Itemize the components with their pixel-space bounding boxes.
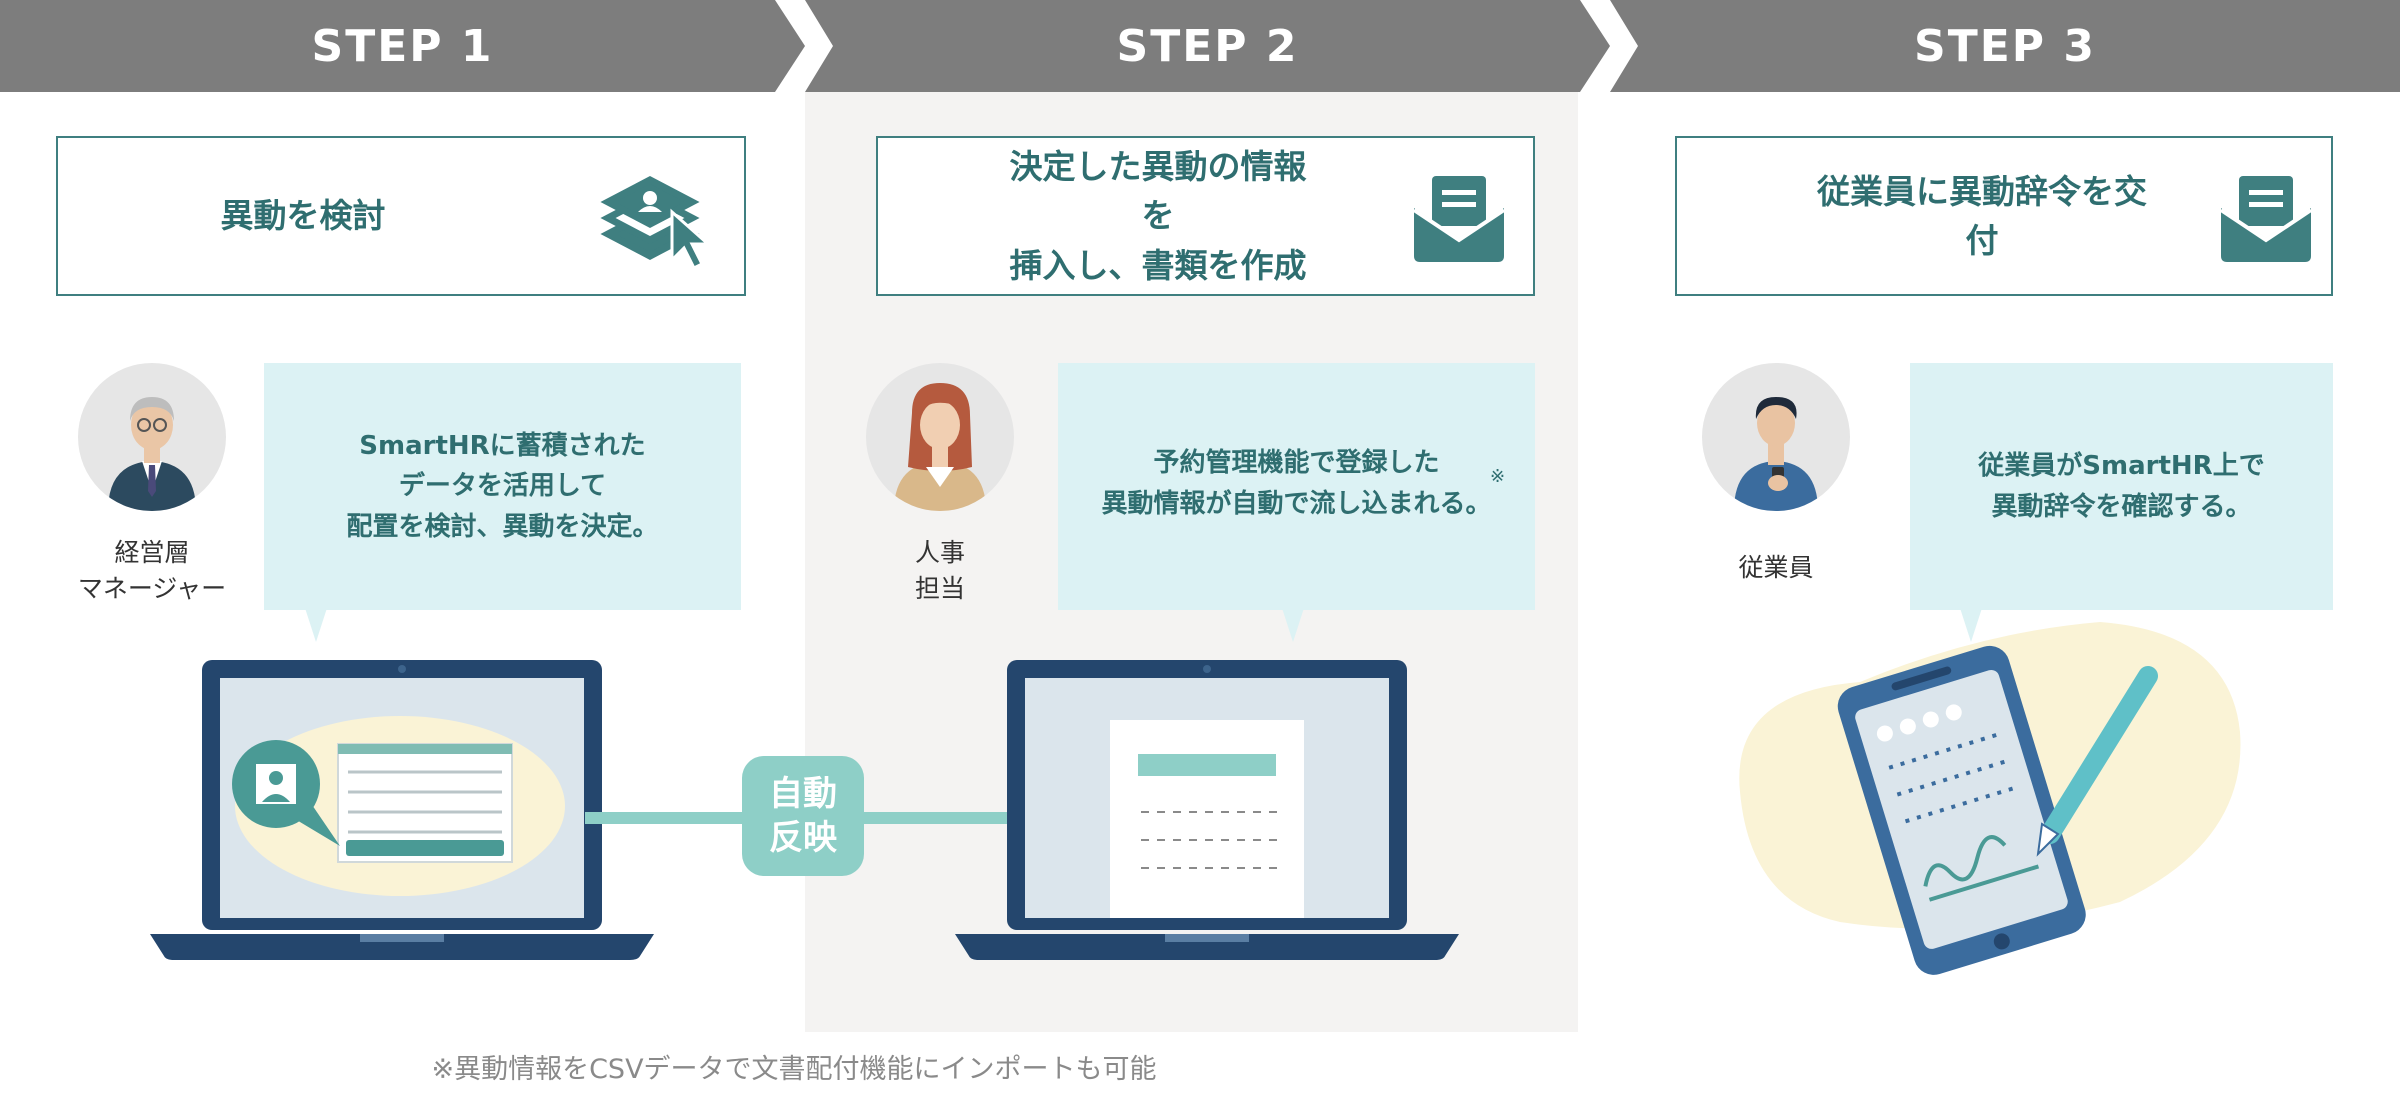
pen-icon <box>2036 666 2158 857</box>
step3-title: 従業員に異動辞令を交付 <box>1817 171 2147 261</box>
envelope-icon <box>1414 176 1504 262</box>
manager-illustration <box>108 397 196 511</box>
laptop-icon <box>150 660 654 960</box>
step-arrow-shape <box>0 0 805 92</box>
employee-illustration <box>1734 397 1818 511</box>
step2-title-box: 決定した異動の情報を 挿入し、書類を作成 <box>876 136 1535 296</box>
step2-title: 決定した異動の情報を 挿入し、書類を作成 <box>1009 146 1307 285</box>
step2-header: STEP 2 <box>805 0 1610 92</box>
step-arrow-shape <box>1610 0 2400 92</box>
layers-cursor-icon <box>600 176 712 271</box>
step2-speech-bubble: 予約管理機能で登録した 異動情報が自動で流し込まれる。 <box>1058 363 1535 610</box>
speech-bubble-tail <box>1960 608 1982 642</box>
step3-speech-bubble: 従業員がSmartHR上で 異動辞令を確認する。 <box>1910 363 2333 610</box>
auto-reflect-badge: 自動 反映 <box>742 756 864 876</box>
step1-label: STEP 1 <box>311 20 494 72</box>
avatar-employee <box>1702 363 1850 511</box>
avatar-manager <box>78 363 226 511</box>
hr-illustration <box>894 383 986 511</box>
role-manager: 経営層 マネージャー <box>77 538 227 604</box>
asterisk-mark: ※ <box>1490 466 1506 487</box>
laptop-icon <box>955 660 1459 960</box>
step2-bubble-text: 予約管理機能で登録した 異動情報が自動で流し込まれる。 <box>1101 448 1492 519</box>
role-hr: 人事 担当 <box>914 538 965 604</box>
step-arrow-shape <box>805 0 1610 92</box>
step1-speech-bubble: SmartHRに蓄積された データを活用して 配置を検討、異動を決定。 <box>264 363 741 610</box>
role-employee: 従業員 <box>1738 553 1814 582</box>
footnote: ※異動情報をCSVデータで文書配付機能にインポートも可能 <box>431 1054 1157 1085</box>
step1-title: 異動を検討 <box>220 196 386 236</box>
step1-title-box: 異動を検討 <box>56 136 746 296</box>
speech-bubble-tail <box>305 608 327 642</box>
step1-bubble-text: SmartHRに蓄積された データを活用して 配置を検討、異動を決定。 <box>346 431 659 542</box>
step3-label: STEP 3 <box>1914 20 2096 72</box>
speech-bubble-tail <box>1282 608 1304 642</box>
envelope-icon <box>2221 176 2311 262</box>
smartphone-illustration <box>1739 622 2241 975</box>
step3-bubble-text: 従業員がSmartHR上で 異動辞令を確認する。 <box>1978 451 2265 522</box>
step2-label: STEP 2 <box>1116 20 1299 72</box>
avatar-hr <box>866 363 1014 511</box>
step1-header: STEP 1 <box>0 0 805 92</box>
step3-header: STEP 3 <box>1610 0 2400 92</box>
step3-title-box: 従業員に異動辞令を交付 <box>1675 136 2333 296</box>
